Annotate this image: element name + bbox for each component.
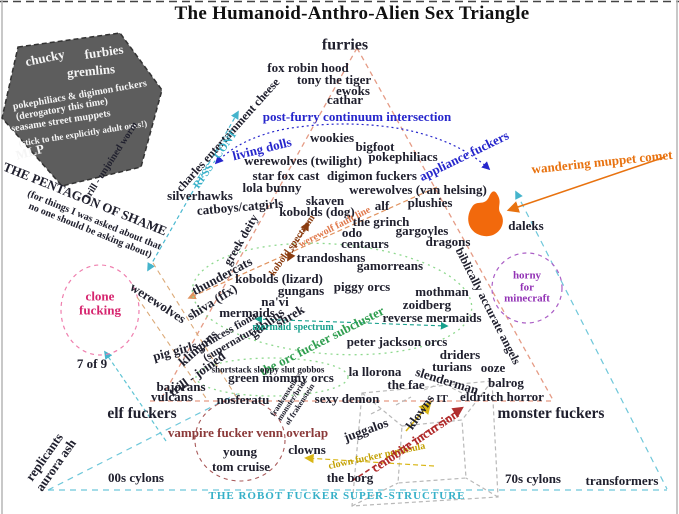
label-la-llorona: la llorona: [348, 364, 402, 380]
clone-fucking-circle: [60, 264, 140, 356]
label-elf-fuckers: elf fuckers: [107, 404, 177, 422]
label-sexy-demon: sexy demon: [314, 391, 380, 407]
klowns-arrow: [405, 401, 432, 432]
label-eldritch-horror: eldritch horror: [460, 389, 544, 405]
label-70s-cylons: 70s cylons: [505, 471, 561, 487]
label-trandoshans: trandoshans: [296, 250, 366, 266]
label-silverhawks: silverhawks: [167, 188, 233, 204]
vampire-venn-circle: [194, 398, 286, 482]
label-gamorreans: gamorreans: [356, 258, 424, 274]
seven-of-nine-arrow: [104, 350, 167, 442]
label-tom-cruise: tom cruise: [211, 459, 271, 475]
pentagon-of-shame-shape: [1, 32, 163, 187]
green-mommy-orcs-ellipse: [195, 357, 349, 397]
label-robot-fucker-super-structure: THE ROBOT FUCKER SUPER-STRUCTURE: [208, 490, 466, 503]
label-vulcans: vulcans: [151, 389, 193, 405]
label-monster-fuckers: monster fuckers: [497, 404, 605, 422]
label-post-furry-intersection: post-furry continuum intersection: [262, 109, 452, 125]
label-plushies: plushies: [407, 195, 453, 211]
label-kobolds-lizard: kobolds (lizard): [235, 271, 323, 287]
robot-structure-right-edge: [515, 190, 668, 490]
label-furries: furries: [321, 36, 369, 54]
label-daleks: daleks: [508, 218, 544, 234]
label-werewolves-van-helsing: werewolves (van helsing): [349, 182, 487, 198]
label-digimon-fuckers: digimon fuckers: [327, 168, 417, 184]
label-peter-jackson-orcs: peter jackson orcs: [346, 334, 448, 350]
page-title: The Humanoid-Anthro-Alien Sex Triangle: [174, 3, 530, 25]
label-bajorans: bajorans: [156, 379, 206, 395]
label-reverse-mermaids: reverse mermaids: [382, 310, 482, 326]
label-mermaid-spectrum: mermaid spectrum: [252, 321, 334, 333]
label-clone-fucking: clone fucking: [79, 288, 121, 317]
label-zoidberg: zoidberg: [402, 297, 452, 313]
label-werewolves-twilight: werewolves (twilight): [244, 153, 362, 169]
label-00s-cylons: 00s cylons: [108, 470, 164, 486]
label-the-fae: the fae: [387, 377, 425, 393]
label-turians: turians: [432, 359, 472, 375]
trill-spectrum-lines: [136, 262, 238, 402]
label-odo: odo: [341, 225, 363, 241]
label-young: young: [223, 444, 257, 460]
label-mermaids: mermaids: [219, 305, 275, 321]
clown-peninsula-arrow: [304, 453, 435, 467]
label-cathar: cathar: [326, 92, 364, 108]
kobold-spectrum-arrow: [287, 221, 309, 262]
robot-structure-edges: [47, 393, 667, 491]
label-kobolds-dog: kobolds (dog): [279, 204, 355, 220]
horny-minecraft-circle: [491, 252, 563, 324]
mermaid-spectrum-line: [254, 315, 449, 330]
label-the-borg: the borg: [326, 470, 374, 486]
label-dragons: dragons: [425, 234, 471, 250]
label-seven-of-nine: 7 of 9: [76, 356, 108, 372]
label-alf: alf: [374, 198, 390, 214]
comet-shape: [468, 191, 503, 237]
muppet-comet-arrow: [506, 156, 666, 213]
label-gargoyles: gargoyles: [395, 223, 449, 239]
label-pokephiliacs: pokephiliacs: [368, 149, 438, 165]
post-furry-continuum-line: [214, 123, 491, 171]
label-it: IT: [436, 393, 448, 406]
triangle-edges: [150, 47, 554, 402]
label-horny-for-minecraft: horny for minecraft: [504, 269, 550, 305]
label-clowns: clowns: [288, 442, 326, 458]
label-transformers: transformers: [585, 473, 659, 489]
cenobite-incursion-arrow: [351, 406, 464, 482]
label-vampire-venn-overlap: vampire fucker venn overlap: [167, 425, 329, 441]
label-centaurs: centaurs: [341, 236, 389, 252]
label-lola-bunny: lola bunny: [242, 180, 302, 196]
label-green-mommy-orcs: green mommy orcs: [228, 370, 334, 386]
label-fox-robin-hood: fox robin hood: [267, 60, 349, 76]
werewolf-fault-line: [187, 186, 438, 300]
label-ewoks: ewoks: [336, 83, 370, 99]
label-navi: na'vi: [261, 294, 289, 310]
label-driders: driders: [439, 347, 481, 363]
label-mothman: mothman: [415, 284, 469, 300]
label-shortstack-gobbos: shortstack sloppy slut gobbos: [211, 364, 325, 375]
label-skaven: skaven: [305, 193, 345, 209]
rfss-cont-line: [147, 110, 239, 272]
label-star-fox-cast: star fox cast: [252, 168, 320, 184]
label-tony-the-tiger: tony the tiger: [296, 72, 372, 88]
orc-subcluster-ellipse: [191, 242, 473, 356]
label-piggy-orcs: piggy orcs: [333, 279, 391, 295]
label-balrog: balrog: [488, 375, 524, 391]
label-gungans: gungans: [277, 283, 325, 299]
label-nosferatu: nosferatu: [216, 392, 270, 408]
label-wookies: wookies: [309, 130, 355, 146]
label-bigfoot: bigfoot: [355, 139, 395, 155]
label-the-grinch: the grinch: [352, 214, 410, 230]
label-ooze: ooze: [480, 360, 506, 376]
